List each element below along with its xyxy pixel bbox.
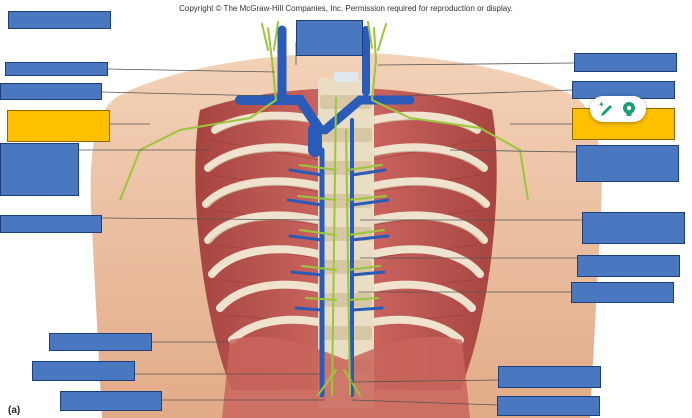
leader-lines bbox=[79, 42, 582, 406]
label-box-left-highlighted[interactable] bbox=[7, 110, 110, 142]
lightbulb-icon[interactable] bbox=[619, 99, 639, 119]
floating-toolbar bbox=[590, 96, 646, 122]
label-box-right-5[interactable] bbox=[577, 255, 680, 277]
copyright-notice: Copyright © The McGraw-Hill Companies, I… bbox=[179, 4, 513, 13]
diaphragm bbox=[222, 336, 470, 418]
label-box-left-4[interactable] bbox=[0, 143, 79, 196]
pen-sparkle-icon[interactable] bbox=[597, 99, 617, 119]
label-box-left-5[interactable] bbox=[0, 215, 102, 233]
label-box-left-3[interactable] bbox=[0, 83, 102, 100]
label-box-left-2[interactable] bbox=[5, 62, 108, 76]
label-box-top[interactable] bbox=[296, 20, 363, 56]
rib-outlines bbox=[205, 119, 487, 245]
veins bbox=[235, 25, 415, 398]
label-box-right-7[interactable] bbox=[498, 366, 601, 388]
label-box-right-8[interactable] bbox=[497, 396, 600, 416]
label-box-left-6[interactable] bbox=[49, 333, 152, 351]
label-box-right-3[interactable] bbox=[576, 145, 679, 182]
label-box-right-4[interactable] bbox=[582, 212, 685, 244]
label-box-right-1[interactable] bbox=[574, 53, 677, 72]
label-box-left-7[interactable] bbox=[32, 361, 135, 381]
label-box-right-6[interactable] bbox=[571, 282, 674, 303]
label-box-left-1[interactable] bbox=[8, 11, 111, 29]
label-box-left-8[interactable] bbox=[60, 391, 162, 411]
figure-letter: (a) bbox=[8, 405, 21, 416]
